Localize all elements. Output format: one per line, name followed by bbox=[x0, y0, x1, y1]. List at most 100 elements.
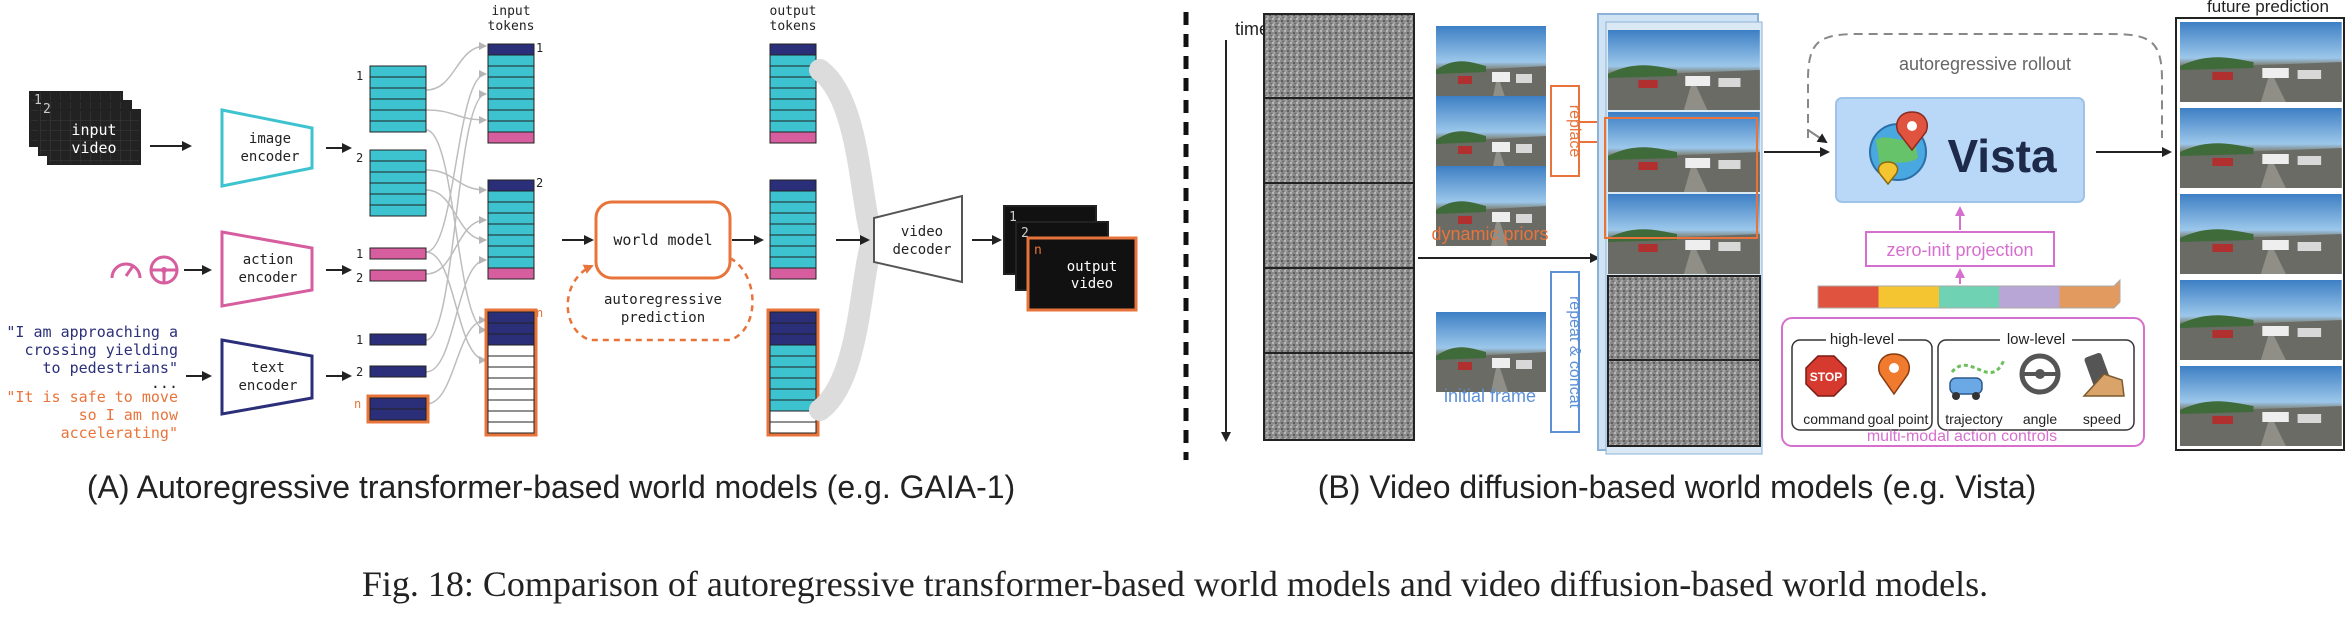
token-flow bbox=[809, 231, 883, 421]
token bbox=[769, 410, 817, 423]
speedometer-icon bbox=[110, 262, 142, 279]
group-index: 1 bbox=[356, 69, 363, 83]
autoregressive-rollout-loop bbox=[1807, 33, 2163, 138]
token bbox=[369, 408, 427, 421]
token bbox=[769, 366, 817, 379]
token bbox=[487, 109, 535, 122]
token bbox=[769, 190, 817, 203]
token-connector bbox=[425, 169, 487, 194]
globe-pin-icon bbox=[1869, 111, 1928, 186]
token bbox=[769, 311, 817, 324]
repeat-concat-box bbox=[1550, 271, 1580, 433]
input-video-label: input bbox=[71, 121, 116, 139]
token-connector bbox=[425, 256, 487, 373]
quote-line: crossing yielding bbox=[24, 341, 178, 359]
token bbox=[769, 43, 817, 56]
time-label: time bbox=[1235, 19, 1269, 39]
token bbox=[369, 171, 427, 184]
vista-label: Vista bbox=[1947, 130, 2057, 182]
replace-box bbox=[1550, 85, 1580, 177]
action-encoder-label: action bbox=[243, 252, 294, 268]
token-flow bbox=[809, 59, 883, 249]
initial-frame bbox=[1436, 312, 1546, 392]
token bbox=[769, 267, 817, 280]
token-index: 1 bbox=[536, 41, 543, 55]
token bbox=[487, 421, 535, 434]
token bbox=[487, 366, 535, 379]
world-model-label: world model bbox=[613, 231, 712, 249]
future-prediction-label: future prediction bbox=[2207, 0, 2329, 16]
zero-init-label: zero-init projection bbox=[1886, 240, 2033, 260]
quote-line: accelerating" bbox=[61, 424, 178, 442]
initial-frame-label: initial frame bbox=[1444, 386, 1536, 406]
token bbox=[769, 87, 817, 100]
token bbox=[769, 344, 817, 357]
steering-wheel-icon bbox=[149, 255, 179, 285]
token bbox=[769, 421, 817, 434]
token-connector bbox=[425, 109, 487, 124]
token bbox=[487, 256, 535, 269]
token bbox=[487, 131, 535, 144]
dynamic-prior-frames bbox=[1436, 26, 1546, 246]
token bbox=[769, 223, 817, 236]
token bbox=[769, 54, 817, 67]
stop-sign-icon: STOP bbox=[1805, 355, 1847, 397]
token bbox=[487, 377, 535, 390]
action-embedding-bar bbox=[1817, 278, 2121, 309]
token-connector bbox=[425, 251, 487, 364]
token bbox=[487, 179, 535, 192]
group-index: 2 bbox=[356, 365, 363, 379]
token bbox=[369, 182, 427, 195]
frame-index: 1 bbox=[1009, 210, 1017, 225]
quote-line: "I am approaching a bbox=[6, 323, 178, 341]
ellipsis: ... bbox=[151, 374, 178, 392]
token bbox=[769, 256, 817, 269]
token bbox=[769, 333, 817, 346]
control-label: goal point bbox=[1868, 411, 1929, 427]
token bbox=[487, 311, 535, 324]
frame-index: 1 bbox=[34, 93, 42, 108]
token bbox=[769, 201, 817, 214]
goal-point-icon bbox=[1878, 353, 1910, 396]
token bbox=[369, 98, 427, 111]
token bbox=[769, 98, 817, 111]
token bbox=[487, 322, 535, 335]
group-index: n bbox=[354, 397, 361, 411]
autoregressive-prediction-label: autoregressive bbox=[604, 292, 722, 308]
control-label: angle bbox=[2023, 411, 2057, 427]
figure-caption: Fig. 18: Comparison of autoregressive tr… bbox=[362, 564, 1988, 604]
token bbox=[769, 212, 817, 225]
action-encoder-label: encoder bbox=[238, 270, 297, 286]
group-index: 1 bbox=[356, 247, 363, 261]
quote-line: to pedestrians" bbox=[43, 359, 178, 377]
group-index: 2 bbox=[356, 271, 363, 285]
replace-label: replace bbox=[1566, 105, 1583, 158]
token-connectors bbox=[425, 42, 487, 405]
group-index: 1 bbox=[356, 333, 363, 347]
token bbox=[369, 333, 427, 346]
frame-index: 2 bbox=[1021, 226, 1029, 241]
output-tokens-label: output bbox=[770, 4, 817, 19]
quote-line: so I am now bbox=[79, 406, 179, 424]
trajectory-icon bbox=[1949, 359, 2006, 400]
autoregressive-rollout-label: autoregressive rollout bbox=[1899, 54, 2071, 74]
token bbox=[487, 201, 535, 214]
token bbox=[769, 377, 817, 390]
token-connector bbox=[425, 216, 487, 275]
text-encoder: text encoder bbox=[220, 338, 314, 416]
token-index: n bbox=[536, 306, 543, 320]
token-frame bbox=[484, 308, 538, 437]
token bbox=[487, 98, 535, 111]
frame-index: 2 bbox=[43, 102, 51, 117]
token bbox=[369, 65, 427, 78]
token bbox=[369, 365, 427, 378]
video-stack bbox=[1597, 13, 1763, 455]
arrow bbox=[1807, 129, 1828, 144]
token bbox=[487, 355, 535, 368]
repeat-concat-label: repeat & concat bbox=[1566, 296, 1583, 409]
autoregressive-prediction-label: prediction bbox=[621, 310, 705, 326]
panel-a-caption: (A) Autoregressive transformer-based wor… bbox=[87, 469, 1015, 505]
token bbox=[487, 234, 535, 247]
